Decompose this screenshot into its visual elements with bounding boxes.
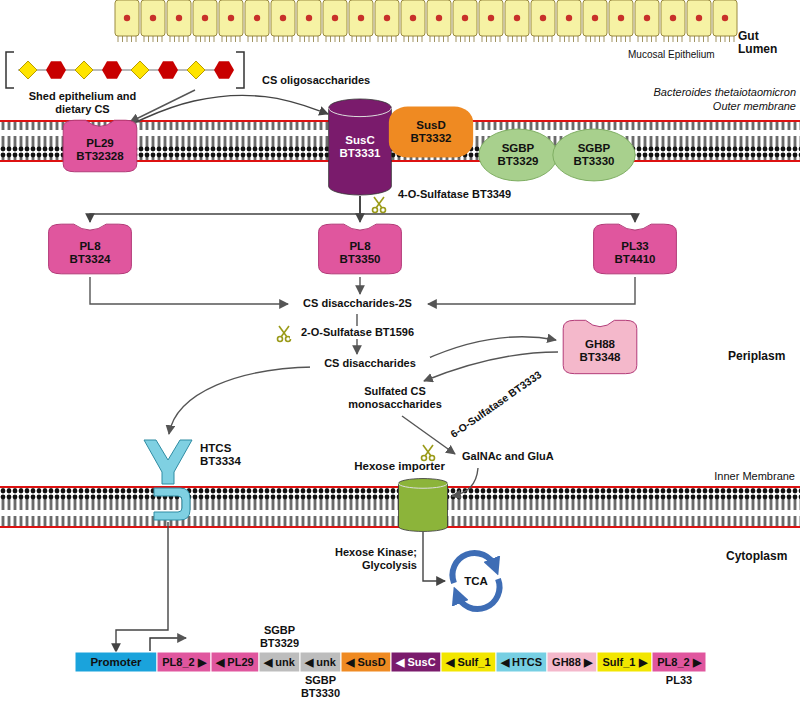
epithelium [115, 0, 737, 42]
tca-cycle: TCA [445, 553, 507, 609]
node-text: TCA [464, 575, 488, 588]
text-label: Hexose Kinase; Glycolysis [325, 546, 417, 572]
gene-arrow: PL8_2 ▶ [652, 652, 706, 672]
node-text: ◀ HTCS [501, 656, 542, 669]
enzyme-blob: PL29BT32328 [60, 118, 140, 174]
node-text: BT3332 [411, 132, 452, 145]
text-label: Shed epithelium and dietary CS [20, 90, 145, 116]
node-text: BT3348 [580, 351, 621, 364]
text-label: CS oligosaccharides [262, 74, 392, 87]
node-text: Promoter [90, 656, 141, 669]
node-text: SusC [345, 134, 374, 147]
text-label: Bacteroides thetaiotaomicron [596, 86, 796, 99]
gene-arrow: PL8_2 ▶ [157, 652, 211, 672]
node-text: ◀ unk [305, 656, 336, 669]
node-text: GH88 ▶ [552, 656, 592, 669]
node-text: BT32328 [76, 150, 123, 163]
gene-arrow: ◀ HTCS [496, 652, 547, 672]
text-label: Outer membrane [596, 100, 796, 113]
node-text: PL8_2 ▶ [162, 656, 205, 669]
node-text: ◀ PL29 [216, 656, 253, 669]
connector-arrow [116, 522, 168, 652]
gene-arrow: Sulf_1 ▶ [597, 652, 652, 672]
binding-protein: SGBPBT3329 [478, 128, 558, 182]
node-text: PL8 [349, 240, 370, 253]
node-text: PL8 [79, 240, 100, 253]
node-text: PL33 [621, 240, 649, 253]
receptor-shape [140, 438, 196, 522]
node-text: HTCS BT3334 [200, 442, 252, 468]
gene-arrow: ◀ unk [259, 652, 300, 672]
node-text: BT4410 [615, 253, 656, 266]
importer-cylinder: Hexose importer [398, 478, 448, 532]
text-label: Inner Membrane [690, 470, 795, 483]
text-label: CS disaccharides [310, 357, 430, 370]
connector-arrow [423, 532, 445, 581]
connector-arrow [90, 196, 360, 222]
node-text: ◀ Sulf_1 [446, 656, 490, 669]
cs-chain [6, 52, 244, 88]
node-text: BT3330 [574, 155, 615, 168]
text-label: Cytoplasm [726, 550, 798, 563]
node-text: BT3324 [70, 253, 111, 266]
node-text: GH88 [585, 338, 615, 351]
promoter-box: Promoter [75, 652, 157, 672]
binding-protein: SGBPBT3330 [552, 128, 636, 182]
text-label: GalNAc and GluA [462, 450, 572, 463]
node-text: PL8_2 ▶ [657, 656, 700, 669]
gene-arrow: GH88 ▶ [547, 652, 597, 672]
gene-annotation: PL33 [651, 674, 707, 687]
node-text: SusD [416, 119, 445, 132]
enzyme-blob: GH88BT3348 [560, 318, 640, 376]
gene-annotation: SGBP BT3329 [252, 624, 308, 650]
node-text: BT3350 [340, 253, 381, 266]
text-label: CS disaccharides-2S [290, 297, 425, 310]
receptor: HTCS BT3334 [140, 438, 196, 522]
gene-arrow: ◀ SusC [391, 652, 441, 672]
node-text: SGBP [578, 142, 611, 155]
gene-arrow: ◀ Sulf_1 [441, 652, 496, 672]
text-label: Periplasm [728, 350, 798, 363]
connector-arrow [136, 95, 328, 122]
gene-arrow: ◀ unk [300, 652, 341, 672]
node-text: Sulf_1 ▶ [602, 656, 646, 669]
node-text: Hexose importer [354, 460, 445, 473]
gene-arrow: ◀ SusD [341, 652, 391, 672]
importer-cylinder-shape [398, 478, 448, 532]
enzyme-blob: PL8BT3350 [315, 222, 405, 276]
text-label: Sulfated CS monosaccharides [340, 385, 450, 411]
text-label: 2-O-Sulfatase BT1596 [290, 326, 425, 339]
node-text: BT3331 [340, 147, 381, 160]
binding-protein: SusDBT3332 [388, 106, 474, 158]
text-label: Gut Lumen [738, 30, 798, 56]
node-text: ◀ SusC [396, 656, 435, 669]
gene-annotation: SGBP BT3330 [293, 674, 349, 700]
text-label: 6-O-Sulfatase BT3333 [443, 365, 549, 444]
enzyme-blob: PL8BT3324 [45, 222, 135, 276]
node-text: ◀ unk [264, 656, 295, 669]
node-text: PL29 [86, 137, 114, 150]
text-label: 4-O-Sulfatase BT3349 [398, 188, 538, 201]
transporter-cylinder: SusCBT3331 [328, 98, 392, 196]
enzyme-blob: PL33BT4410 [590, 222, 680, 276]
node-text: ◀ SusD [346, 656, 385, 669]
node-text: SGBP [502, 142, 535, 155]
node-text: BT3329 [498, 155, 539, 168]
gene-arrow: ◀ PL29 [211, 652, 259, 672]
flow-arrows [90, 90, 635, 651]
scissors-icon [278, 197, 435, 461]
